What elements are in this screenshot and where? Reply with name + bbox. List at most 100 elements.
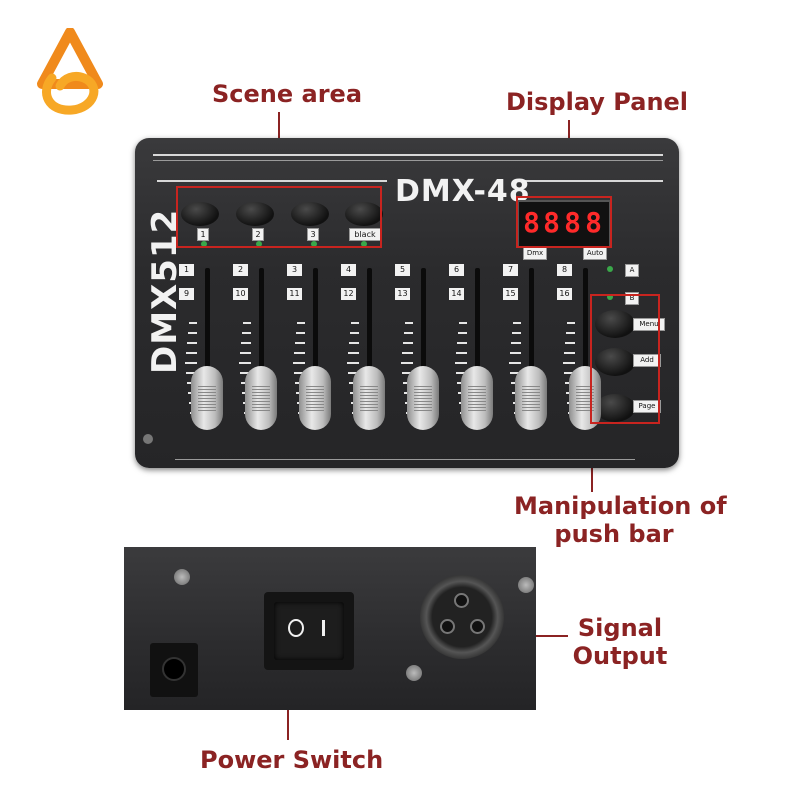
knob-grip <box>252 410 270 411</box>
off-symbol-icon <box>288 619 304 637</box>
knob-grip <box>468 392 486 393</box>
dc-jack-hole <box>162 657 186 681</box>
knob-grip <box>522 389 540 390</box>
knob-grip <box>414 407 432 408</box>
menu-label: Menu <box>633 318 665 331</box>
knob-grip <box>576 410 594 411</box>
rocker-face[interactable] <box>274 602 344 660</box>
knob-grip <box>306 398 324 399</box>
knob-grip <box>198 410 216 411</box>
knob-grip <box>576 398 594 399</box>
knob-grip <box>468 398 486 399</box>
fader-tick <box>187 342 197 344</box>
knob-grip <box>252 398 270 399</box>
brand-logo-icon <box>37 28 103 115</box>
display-label-dmx: Dmx <box>523 247 547 260</box>
fader-knob[interactable] <box>407 366 439 430</box>
manipulation-label: Manipulation of push bar <box>514 492 727 548</box>
fader-tick <box>350 332 359 334</box>
fader-slot <box>259 268 264 418</box>
display-digit: 8 <box>585 206 602 239</box>
fader-tick <box>241 342 251 344</box>
channel-label-top: 6 <box>449 264 464 276</box>
knob-grip <box>252 401 270 402</box>
knob-grip <box>198 404 216 405</box>
scene-button-2[interactable] <box>236 202 274 226</box>
channel-label-top: 4 <box>341 264 356 276</box>
fader-tick <box>186 372 197 374</box>
fader-tick <box>349 342 359 344</box>
fader-tick <box>511 342 521 344</box>
add-button[interactable] <box>595 348 635 376</box>
fader-slot <box>313 268 318 418</box>
display-digit: 8 <box>523 206 540 239</box>
fader-knob[interactable] <box>299 366 331 430</box>
knob-grip <box>306 392 324 393</box>
scene-area-label: Scene area <box>212 80 363 108</box>
knob-grip <box>468 389 486 390</box>
fader-tick <box>242 332 251 334</box>
scene-button-1[interactable] <box>181 202 219 226</box>
fader-tick <box>243 322 251 324</box>
fader-tick <box>512 332 521 334</box>
panel-screw <box>406 665 422 681</box>
top-stripe-left <box>157 180 387 182</box>
knob-grip <box>468 407 486 408</box>
knob-grip <box>522 398 540 399</box>
menu-button[interactable] <box>595 310 635 338</box>
scene-button-black[interactable] <box>345 202 383 226</box>
fader-tick <box>457 342 467 344</box>
fader-tick <box>563 362 575 364</box>
channel-label-top: 1 <box>179 264 194 276</box>
fader-knob[interactable] <box>353 366 385 430</box>
fader-knob[interactable] <box>515 366 547 430</box>
scene-area-highlight <box>176 186 382 248</box>
scene-button-3[interactable] <box>291 202 329 226</box>
fader-knob[interactable] <box>461 366 493 430</box>
fader-tick <box>296 332 305 334</box>
bottom-stripe <box>175 459 635 460</box>
fader-tick <box>565 342 575 344</box>
knob-grip <box>306 401 324 402</box>
knob-grip <box>576 401 594 402</box>
scene-led-2 <box>256 241 262 247</box>
mode-led-a <box>607 266 613 272</box>
fader-knob[interactable] <box>569 366 601 430</box>
channel-label-top: 5 <box>395 264 410 276</box>
rear-panel-closeup <box>124 547 536 710</box>
knob-grip <box>522 386 540 387</box>
fader-tick <box>403 342 413 344</box>
channel-label-top: 8 <box>557 264 572 276</box>
knob-grip <box>252 404 270 405</box>
fader-tick <box>240 372 251 374</box>
xlr-signal-output[interactable] <box>420 575 504 659</box>
power-switch[interactable] <box>264 592 354 670</box>
display-digit: 8 <box>564 206 581 239</box>
page-button[interactable] <box>595 394 635 422</box>
knob-grip <box>360 386 378 387</box>
fader-tick <box>509 362 521 364</box>
fader-tick <box>566 332 575 334</box>
fader-tick <box>458 332 467 334</box>
knob-grip <box>252 386 270 387</box>
fader-tick <box>186 352 197 354</box>
knob-grip <box>198 386 216 387</box>
channel-label-bottom: 10 <box>233 288 248 300</box>
fader-tick <box>456 352 467 354</box>
scene-label-2: 2 <box>252 228 264 241</box>
knob-grip <box>414 392 432 393</box>
knob-grip <box>198 392 216 393</box>
top-stripe <box>153 154 663 156</box>
fader-tick <box>348 372 359 374</box>
fader-tick <box>188 332 197 334</box>
fader-slot <box>421 268 426 418</box>
knob-grip <box>360 395 378 396</box>
fader-knob[interactable] <box>245 366 277 430</box>
fader-knob[interactable] <box>191 366 223 430</box>
knob-grip <box>306 407 324 408</box>
fader-slot <box>583 268 588 418</box>
manipulation-label-line2: push bar <box>554 520 674 548</box>
dc-power-jack[interactable] <box>150 643 198 697</box>
on-symbol-icon <box>322 620 325 636</box>
page-label: Page <box>633 400 661 413</box>
